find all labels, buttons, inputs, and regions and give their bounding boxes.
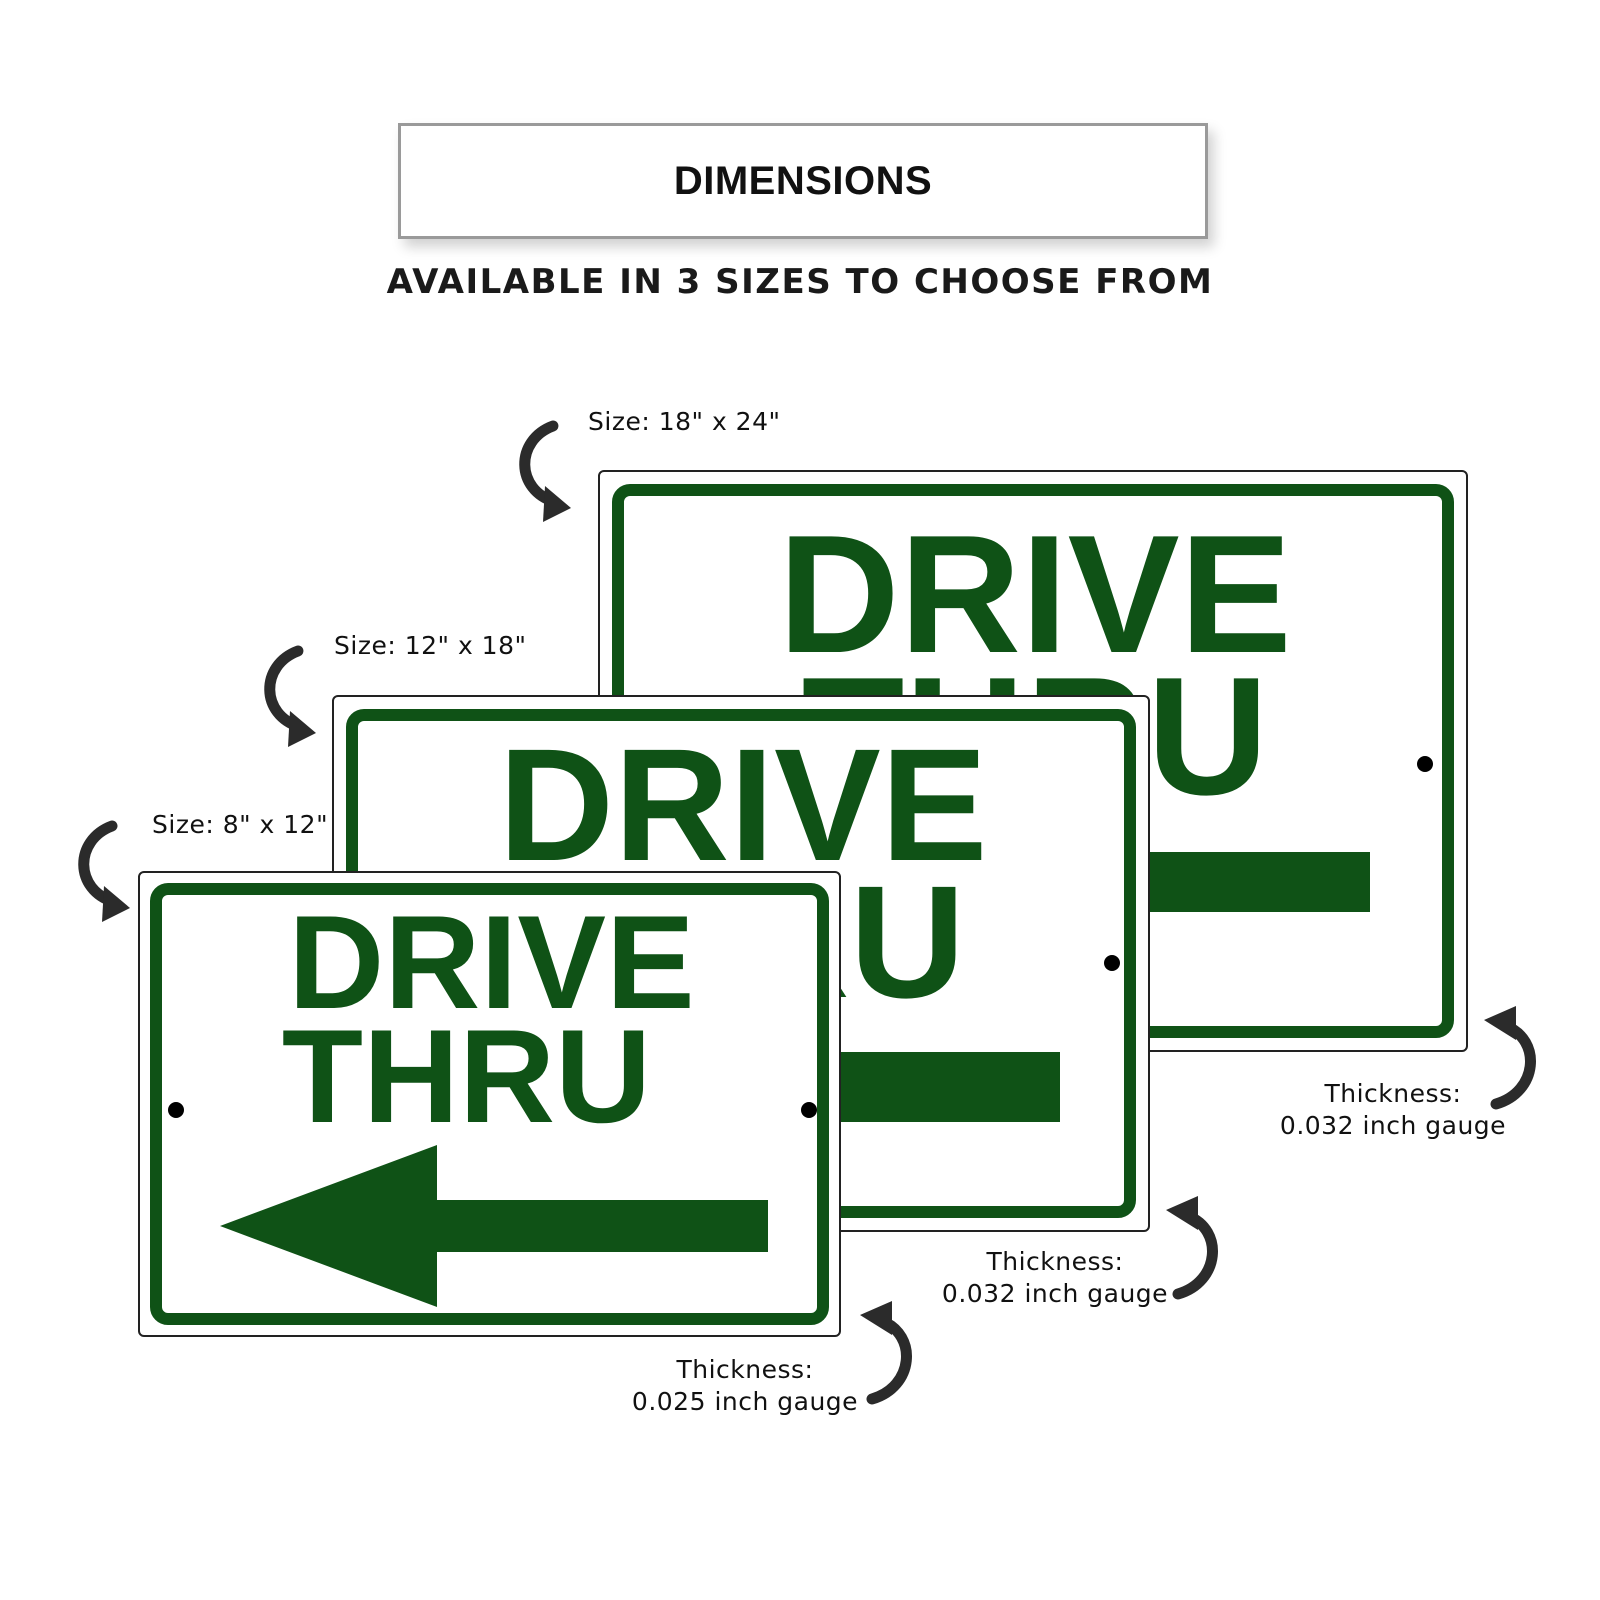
sign-small: DRIVE THRU xyxy=(138,871,841,1337)
dimensions-header-box: DIMENSIONS xyxy=(398,123,1208,239)
curved-pointer-arrow-icon xyxy=(519,420,571,522)
thickness-title: Thickness: xyxy=(676,1355,814,1384)
thickness-title: Thickness: xyxy=(1324,1079,1462,1108)
sign-large-mount-hole xyxy=(1417,756,1433,772)
left-arrow-icon xyxy=(220,1145,768,1307)
page-subtitle: AVAILABLE IN 3 SIZES TO CHOOSE FROM xyxy=(386,262,1214,302)
size-label-large: Size: 18" x 24" xyxy=(588,407,781,436)
sign-small-line2: THRU xyxy=(281,1003,652,1151)
thickness-title: Thickness: xyxy=(986,1247,1124,1276)
curved-pointer-arrow-icon xyxy=(860,1301,912,1405)
sign-small-mount-hole-right xyxy=(801,1102,817,1118)
thickness-label-large: Thickness: 0.032 inch gauge xyxy=(1258,1078,1528,1142)
page-title: DIMENSIONS xyxy=(673,158,933,203)
curved-pointer-arrow-icon xyxy=(1484,1006,1536,1110)
thickness-value: 0.025 inch gauge xyxy=(631,1387,859,1416)
curved-pointer-arrow-icon xyxy=(78,820,130,922)
size-label-small: Size: 8" x 12" xyxy=(152,810,329,839)
sign-large-line1: DRIVE xyxy=(778,500,1292,688)
size-label-medium: Size: 12" x 18" xyxy=(334,631,527,660)
thickness-value: 0.032 inch gauge xyxy=(1279,1111,1507,1140)
curved-pointer-arrow-icon xyxy=(264,645,316,747)
sign-medium-mount-hole xyxy=(1104,955,1120,971)
curved-pointer-arrow-icon xyxy=(1166,1196,1218,1300)
sign-small-line1: DRIVE xyxy=(288,889,695,1037)
sign-small-mount-hole-left xyxy=(168,1102,184,1118)
sign-small-border xyxy=(150,883,829,1325)
sign-medium-line1: DRIVE xyxy=(498,715,988,894)
thickness-value: 0.032 inch gauge xyxy=(941,1279,1169,1308)
thickness-label-small: Thickness: 0.025 inch gauge xyxy=(615,1354,875,1418)
thickness-label-medium: Thickness: 0.032 inch gauge xyxy=(925,1246,1185,1310)
